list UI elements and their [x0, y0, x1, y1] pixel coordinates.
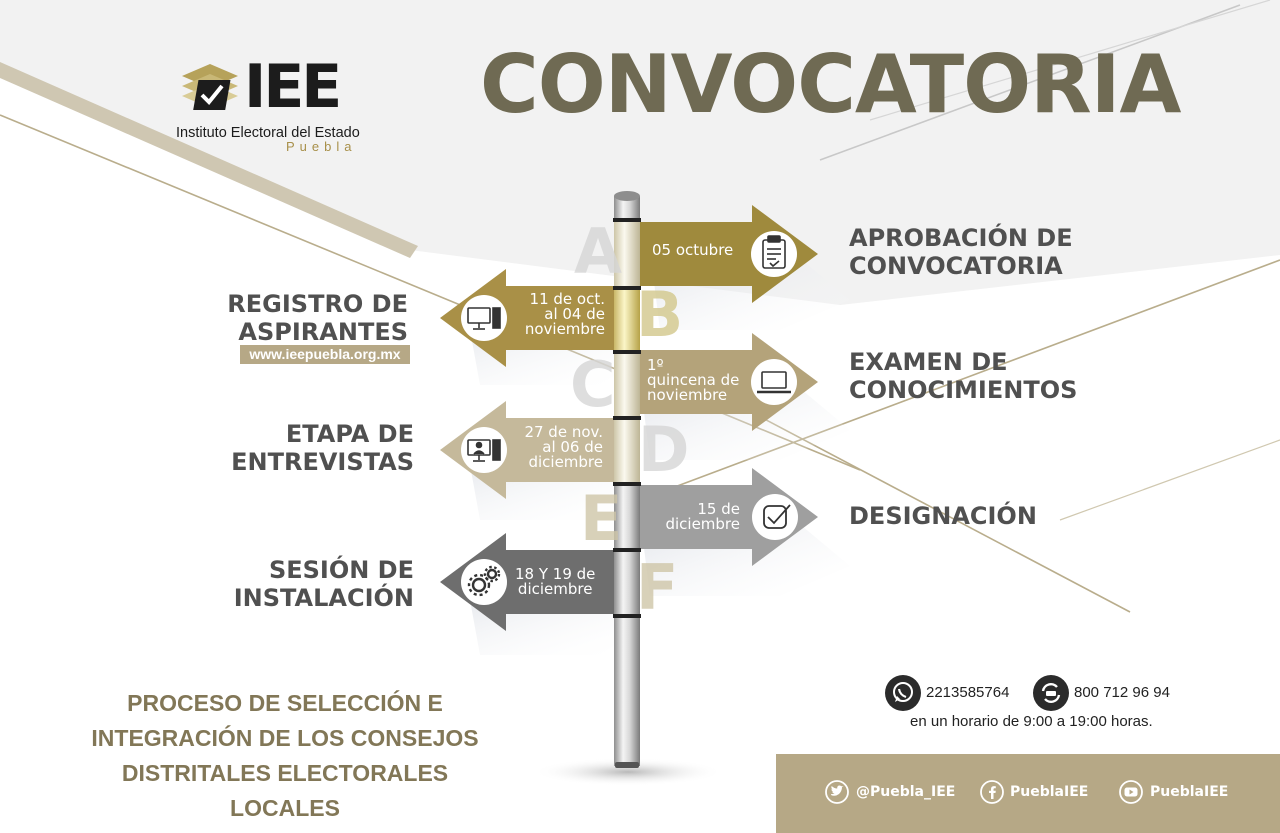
process-title: PROCESO DE SELECCIÓN E INTEGRACIÓN DE LO…	[91, 690, 479, 821]
step-f-title: SESIÓN DE INSTALACIÓN	[233, 556, 414, 612]
step-a-title: APROBACIÓN DE CONVOCATORIA	[849, 224, 1073, 280]
website-link[interactable]: www.ieepuebla.org.mx	[240, 345, 410, 364]
step-c-title: EXAMEN DE CONOCIMIENTOS	[849, 348, 1078, 404]
social-bar	[776, 754, 1280, 833]
step-d-date: 27 de nov. al 06 de diciembre	[524, 423, 603, 471]
laptop-icon	[757, 371, 791, 394]
whatsapp-number[interactable]: 2213585764	[926, 684, 1010, 701]
gears-icon	[467, 565, 501, 597]
logo-city: Puebla	[286, 139, 357, 154]
youtube-icon[interactable]	[1119, 780, 1143, 804]
page-title: CONVOCATORIA	[480, 38, 1181, 131]
computer-icon	[467, 307, 501, 330]
step-d-title: ETAPA DE ENTREVISTAS	[231, 420, 414, 476]
step-b-title: REGISTRO DE ASPIRANTES	[227, 290, 408, 346]
logo-wordmark: IEE	[244, 52, 342, 122]
step-f-date: 18 Y 19 de diciembre	[515, 565, 596, 598]
phone-icon	[1033, 675, 1069, 711]
youtube-handle[interactable]: PueblaIEE	[1150, 784, 1229, 800]
office-hours: en un horario de 9:00 a 19:00 horas.	[910, 713, 1153, 730]
check-icon	[763, 504, 791, 529]
video-call-icon	[467, 439, 501, 462]
step-letter-e: E	[580, 482, 623, 555]
phone-number[interactable]: 800 712 96 94	[1074, 684, 1170, 701]
step-e-title: DESIGNACIÓN	[849, 502, 1037, 530]
step-a-date: 05 octubre	[652, 241, 734, 259]
logo-subtitle: Instituto Electoral del Estado	[176, 125, 360, 141]
step-c-date: 1º quincena de noviembre	[647, 356, 740, 404]
step-letter-f: F	[636, 551, 679, 624]
facebook-icon[interactable]	[980, 780, 1004, 804]
step-letter-d: D	[638, 413, 690, 486]
step-b-date: 11 de oct. al 04 de noviembre	[524, 290, 605, 338]
twitter-icon[interactable]	[825, 780, 849, 804]
facebook-handle[interactable]: PueblaIEE	[1010, 784, 1089, 800]
step-letter-c: C	[570, 348, 616, 421]
step-e-date: 15 de diciembre	[665, 500, 740, 533]
step-letter-b: B	[636, 278, 684, 351]
iee-logo-icon	[182, 64, 238, 110]
whatsapp-icon	[885, 675, 921, 711]
clipboard-icon	[762, 235, 786, 269]
twitter-handle[interactable]: @Puebla_IEE	[856, 784, 956, 800]
step-letter-a: A	[574, 215, 622, 288]
